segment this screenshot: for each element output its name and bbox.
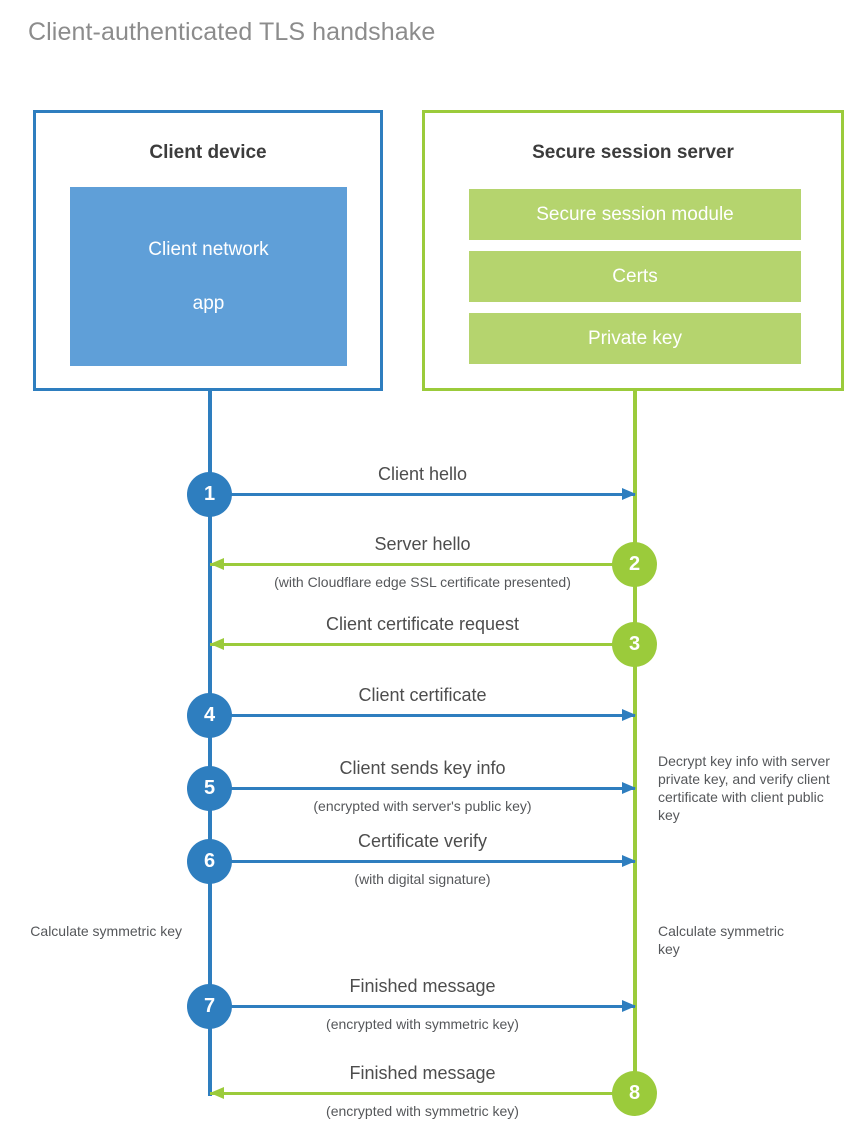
page-title: Client-authenticated TLS handshake (28, 18, 436, 46)
message-label-1: Client hello (377, 464, 468, 484)
message-arrow-5 (210, 787, 635, 790)
client-device-box: Client device Client network app (33, 110, 383, 391)
arrowhead-right-icon (622, 1000, 636, 1012)
step-badge-2: 2 (612, 542, 657, 587)
message-sublabel-8: (encrypted with symmetric key) (326, 1103, 519, 1119)
message-sublabel-2: (with Cloudflare edge SSL certificate pr… (274, 574, 571, 590)
server-component-certs: Certs (469, 251, 801, 302)
arrowhead-right-icon (622, 855, 636, 867)
client-lifeline (208, 391, 212, 1096)
client-device-title: Client device (149, 142, 267, 163)
server-decrypt-note: Decrypt key info with server private key… (658, 753, 830, 823)
message-arrow-8 (210, 1092, 635, 1095)
step-badge-5: 5 (187, 766, 232, 811)
message-label-6: Certificate verify (357, 831, 488, 851)
message-arrow-1 (210, 493, 635, 496)
step-badge-1: 1 (187, 472, 232, 517)
step-badge-7: 7 (187, 984, 232, 1029)
arrowhead-right-icon (622, 709, 636, 721)
message-label-8: Finished message (349, 1063, 496, 1083)
message-arrow-2 (210, 563, 635, 566)
arrowhead-left-icon (210, 558, 224, 570)
message-label-3: Client certificate request (325, 614, 520, 634)
server-component-secure-session-module: Secure session module (469, 189, 801, 240)
server-calculate-note: Calculate symmetric key (658, 923, 785, 957)
client-app-label-line2: app (192, 293, 225, 314)
step-badge-6: 6 (187, 839, 232, 884)
server-components-list: Secure session module Certs Private key (469, 189, 801, 375)
client-app-label-line1: Client network (148, 239, 269, 260)
arrowhead-right-icon (622, 782, 636, 794)
step-badge-3: 3 (612, 622, 657, 667)
message-arrow-4 (210, 714, 635, 717)
message-sublabel-5: (encrypted with server's public key) (313, 798, 532, 814)
secure-session-server-title: Secure session server (532, 142, 734, 163)
message-arrow-6 (210, 860, 635, 863)
step-badge-8: 8 (612, 1071, 657, 1116)
arrowhead-right-icon (622, 488, 636, 500)
message-label-2: Server hello (374, 534, 471, 554)
message-label-7: Finished message (349, 976, 496, 996)
step-badge-4: 4 (187, 693, 232, 738)
secure-session-server-box: Secure session server Secure session mod… (422, 110, 844, 391)
arrowhead-left-icon (210, 1087, 224, 1099)
message-sublabel-7: (encrypted with symmetric key) (326, 1016, 519, 1032)
message-sublabel-6: (with digital signature) (354, 871, 491, 887)
client-network-app-box: Client network app (70, 187, 347, 366)
client-calculate-note: Calculate symmetric key (30, 923, 182, 939)
message-label-4: Client certificate (358, 685, 487, 705)
server-component-private-key: Private key (469, 313, 801, 364)
message-label-5: Client sends key info (339, 758, 506, 778)
arrowhead-left-icon (210, 638, 224, 650)
message-arrow-3 (210, 643, 635, 646)
server-lifeline (633, 391, 637, 1093)
message-arrow-7 (210, 1005, 635, 1008)
